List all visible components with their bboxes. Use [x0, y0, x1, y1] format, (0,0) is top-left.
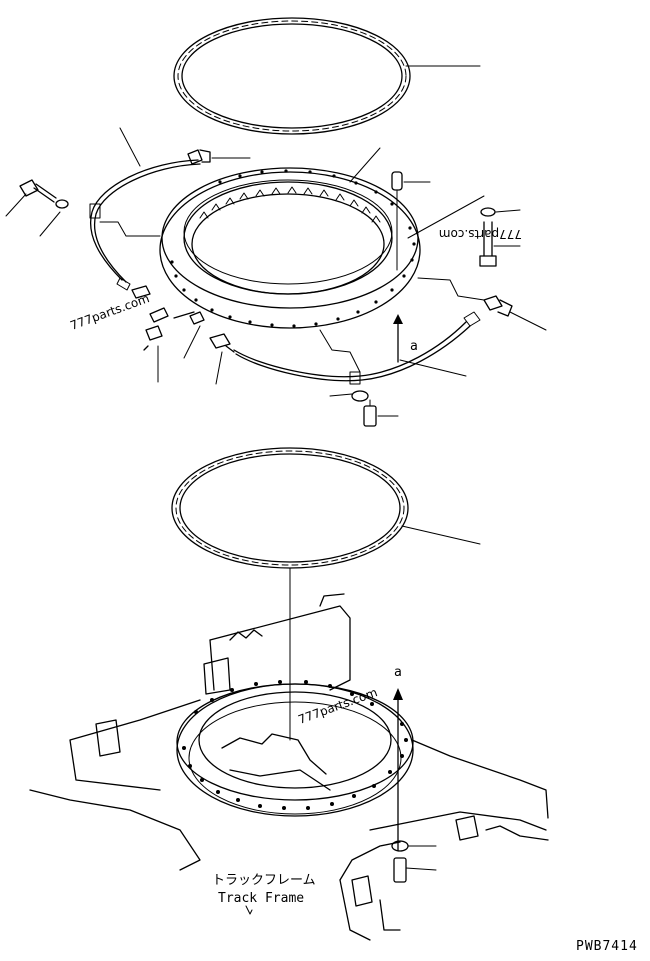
- view-arrow-upper: [393, 314, 403, 363]
- watermark-left: 777parts.com: [68, 291, 151, 333]
- view-marker-lower: a: [394, 665, 402, 680]
- washer-lower-leader: [329, 393, 353, 397]
- washer-right: [480, 207, 496, 217]
- washer-lower: [351, 390, 369, 402]
- hose-lower-ref-leader: [319, 329, 361, 373]
- bearing-pin-leader: [407, 195, 485, 239]
- elbow-fitting-right: [483, 295, 513, 317]
- bolt-frame: [393, 857, 407, 883]
- watermark-right: 777parts.com: [439, 227, 522, 241]
- swing-bearing-ref-leader: [99, 221, 161, 237]
- internal-gear-teeth: [199, 186, 381, 223]
- track-frame: [29, 593, 549, 941]
- washer-left-leader: [39, 211, 61, 237]
- dowel-pin: [391, 171, 403, 271]
- view-marker-upper: a: [410, 339, 418, 354]
- track-frame-pointer: [245, 905, 253, 915]
- bolt-lower: [363, 399, 377, 427]
- elbow-right-leader: [509, 311, 547, 331]
- view-arrow-lower: [393, 688, 403, 851]
- lower-seal-leader: [401, 525, 481, 545]
- grease-hose-lower: [233, 311, 481, 385]
- fitting-leader-2: [183, 325, 201, 359]
- grease-fitting-group: [131, 285, 235, 353]
- track-frame-label-en: Track Frame: [218, 891, 304, 906]
- long-bolt-right: [479, 221, 497, 267]
- hose-left-leader: [119, 127, 141, 167]
- washer-left: [55, 199, 69, 209]
- bearing-right-leader: [417, 277, 485, 301]
- grease-hose-left: [89, 159, 201, 291]
- elbow-fitting-top: [187, 149, 211, 165]
- hose-lower-leader: [399, 359, 467, 377]
- lower-seal-ring: [171, 447, 409, 569]
- track-frame-label-jp: トラックフレーム: [212, 873, 316, 888]
- fitting-leader-3: [215, 351, 223, 385]
- watermark-lower: 777parts.com: [296, 685, 379, 727]
- washer-right-leader: [495, 209, 521, 213]
- frame-bolt-holes: [182, 680, 408, 810]
- top-seal-ring: [173, 17, 411, 135]
- swing-circle-leader: [349, 147, 381, 183]
- swing-circle: [159, 167, 421, 329]
- bearing-bolt-holes: [170, 169, 416, 328]
- bolt-frame-leader: [405, 867, 437, 871]
- drawing-code: PWB7414: [576, 939, 638, 954]
- bolt-left: [19, 179, 57, 203]
- bolt-left-leader: [5, 193, 27, 217]
